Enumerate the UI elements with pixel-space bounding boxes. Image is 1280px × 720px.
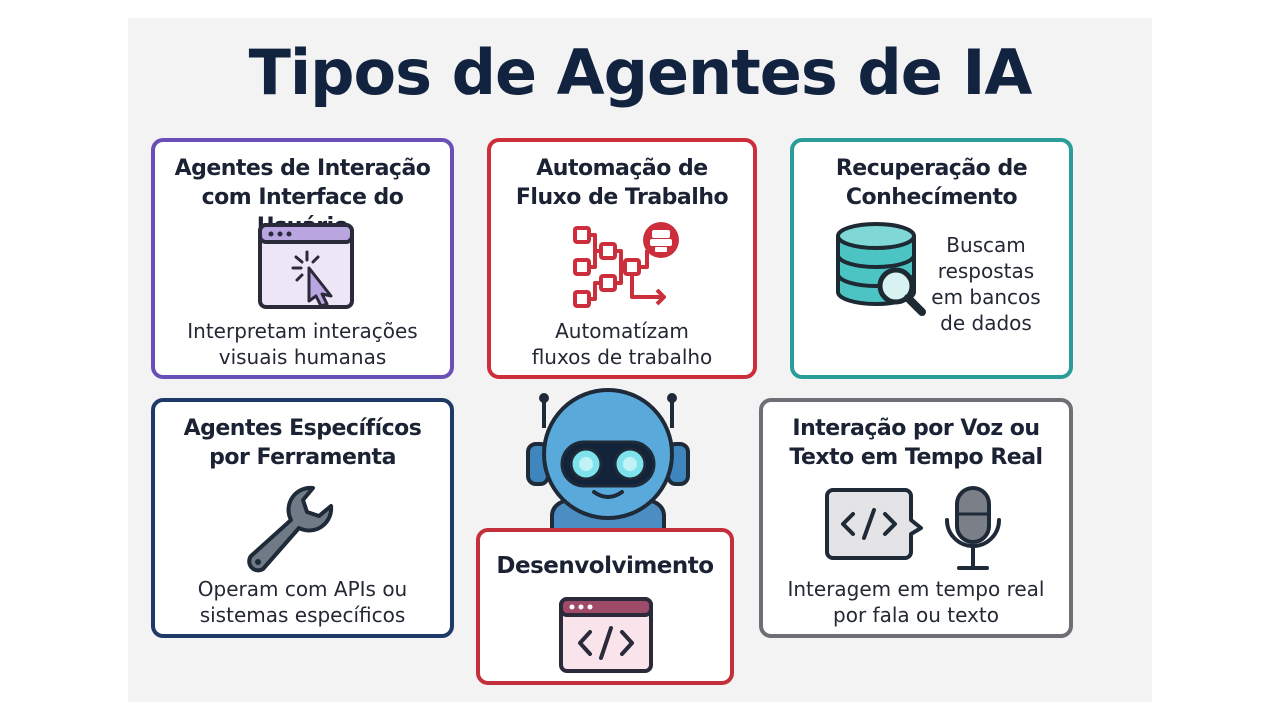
card-ui-title: Agentes de Interação com Interface do Us… bbox=[155, 154, 450, 241]
card-ui-desc-line1: Interpretam interações bbox=[187, 319, 418, 343]
database-search-icon bbox=[832, 220, 932, 325]
card-flow-title-line1: Automação de bbox=[536, 156, 708, 181]
card-know-desc-line2: respostas bbox=[937, 259, 1035, 283]
card-tool-title: Agentes Específícos por Ferramenta bbox=[155, 414, 450, 472]
card-voice-desc-line1: Interagem em tempo real bbox=[787, 577, 1045, 601]
card-flow-desc-line1: Automatízam bbox=[555, 319, 689, 343]
code-window-icon bbox=[558, 596, 654, 679]
card-knowledge-retrieval: Recuperação de Conhecímento Buscam respo… bbox=[790, 138, 1073, 379]
card-development: Desenvolvimento bbox=[476, 528, 734, 685]
card-know-description: Buscam respostas em bancos de dados bbox=[926, 232, 1046, 336]
workflow-icon bbox=[571, 220, 683, 317]
card-tool-title-line1: Agentes Específícos bbox=[183, 416, 422, 441]
card-voice-text-realtime: Interação por Voz ou Texto em Tempo Real… bbox=[759, 398, 1073, 638]
card-tool-title-line2: por Ferramenta bbox=[209, 445, 396, 470]
wrench-icon bbox=[241, 482, 337, 583]
card-ui-interaction-agents: Agentes de Interação com Interface do Us… bbox=[151, 138, 454, 379]
card-ui-title-line1: Agentes de Interação bbox=[174, 156, 431, 181]
card-tool-description: Operam com APIs ou sistemas específicos bbox=[155, 576, 450, 628]
card-voice-title: Interação por Voz ou Texto em Tempo Real bbox=[763, 414, 1069, 472]
page-title: Tipos de Agentes de IA bbox=[248, 36, 1033, 109]
robot-icon bbox=[520, 388, 696, 535]
card-know-desc-line1: Buscam bbox=[946, 233, 1026, 257]
card-workflow-automation: Automação de Fluxo de Trabalho bbox=[487, 138, 757, 379]
card-tool-specific-agents: Agentes Específícos por Ferramenta Opera… bbox=[151, 398, 454, 638]
card-flow-description: Automatízam fluxos de trabalho bbox=[491, 318, 753, 370]
card-flow-title: Automação de Fluxo de Trabalho bbox=[491, 154, 753, 212]
card-know-title-line1: Recuperação de bbox=[835, 156, 1028, 181]
microphone-icon bbox=[941, 484, 1005, 579]
card-know-title: Recuperação de Conhecímento bbox=[794, 154, 1069, 212]
card-know-desc-line4: de dados bbox=[940, 311, 1032, 335]
card-flow-desc-line2: fluxos de trabalho bbox=[531, 345, 713, 369]
card-know-title-line2: Conhecímento bbox=[845, 185, 1018, 210]
card-flow-title-line2: Fluxo de Trabalho bbox=[515, 185, 729, 210]
browser-cursor-icon bbox=[257, 222, 355, 317]
card-voice-description: Interagem em tempo real por fala ou text… bbox=[763, 576, 1069, 628]
card-voice-title-line2: Texto em Tempo Real bbox=[789, 445, 1043, 470]
code-chat-bubble-icon bbox=[825, 486, 925, 567]
card-know-desc-line3: em bancos bbox=[931, 285, 1041, 309]
card-dev-title: Desenvolvimento bbox=[496, 553, 714, 579]
card-voice-desc-line2: por fala ou texto bbox=[833, 603, 999, 627]
card-ui-description: Interpretam interações visuais humanas bbox=[155, 318, 450, 370]
card-tool-desc-line1: Operam com APIs ou bbox=[197, 577, 408, 601]
card-tool-desc-line2: sistemas específicos bbox=[199, 603, 406, 627]
card-voice-title-line1: Interação por Voz ou bbox=[792, 416, 1040, 441]
card-ui-desc-line2: visuais humanas bbox=[218, 345, 387, 369]
